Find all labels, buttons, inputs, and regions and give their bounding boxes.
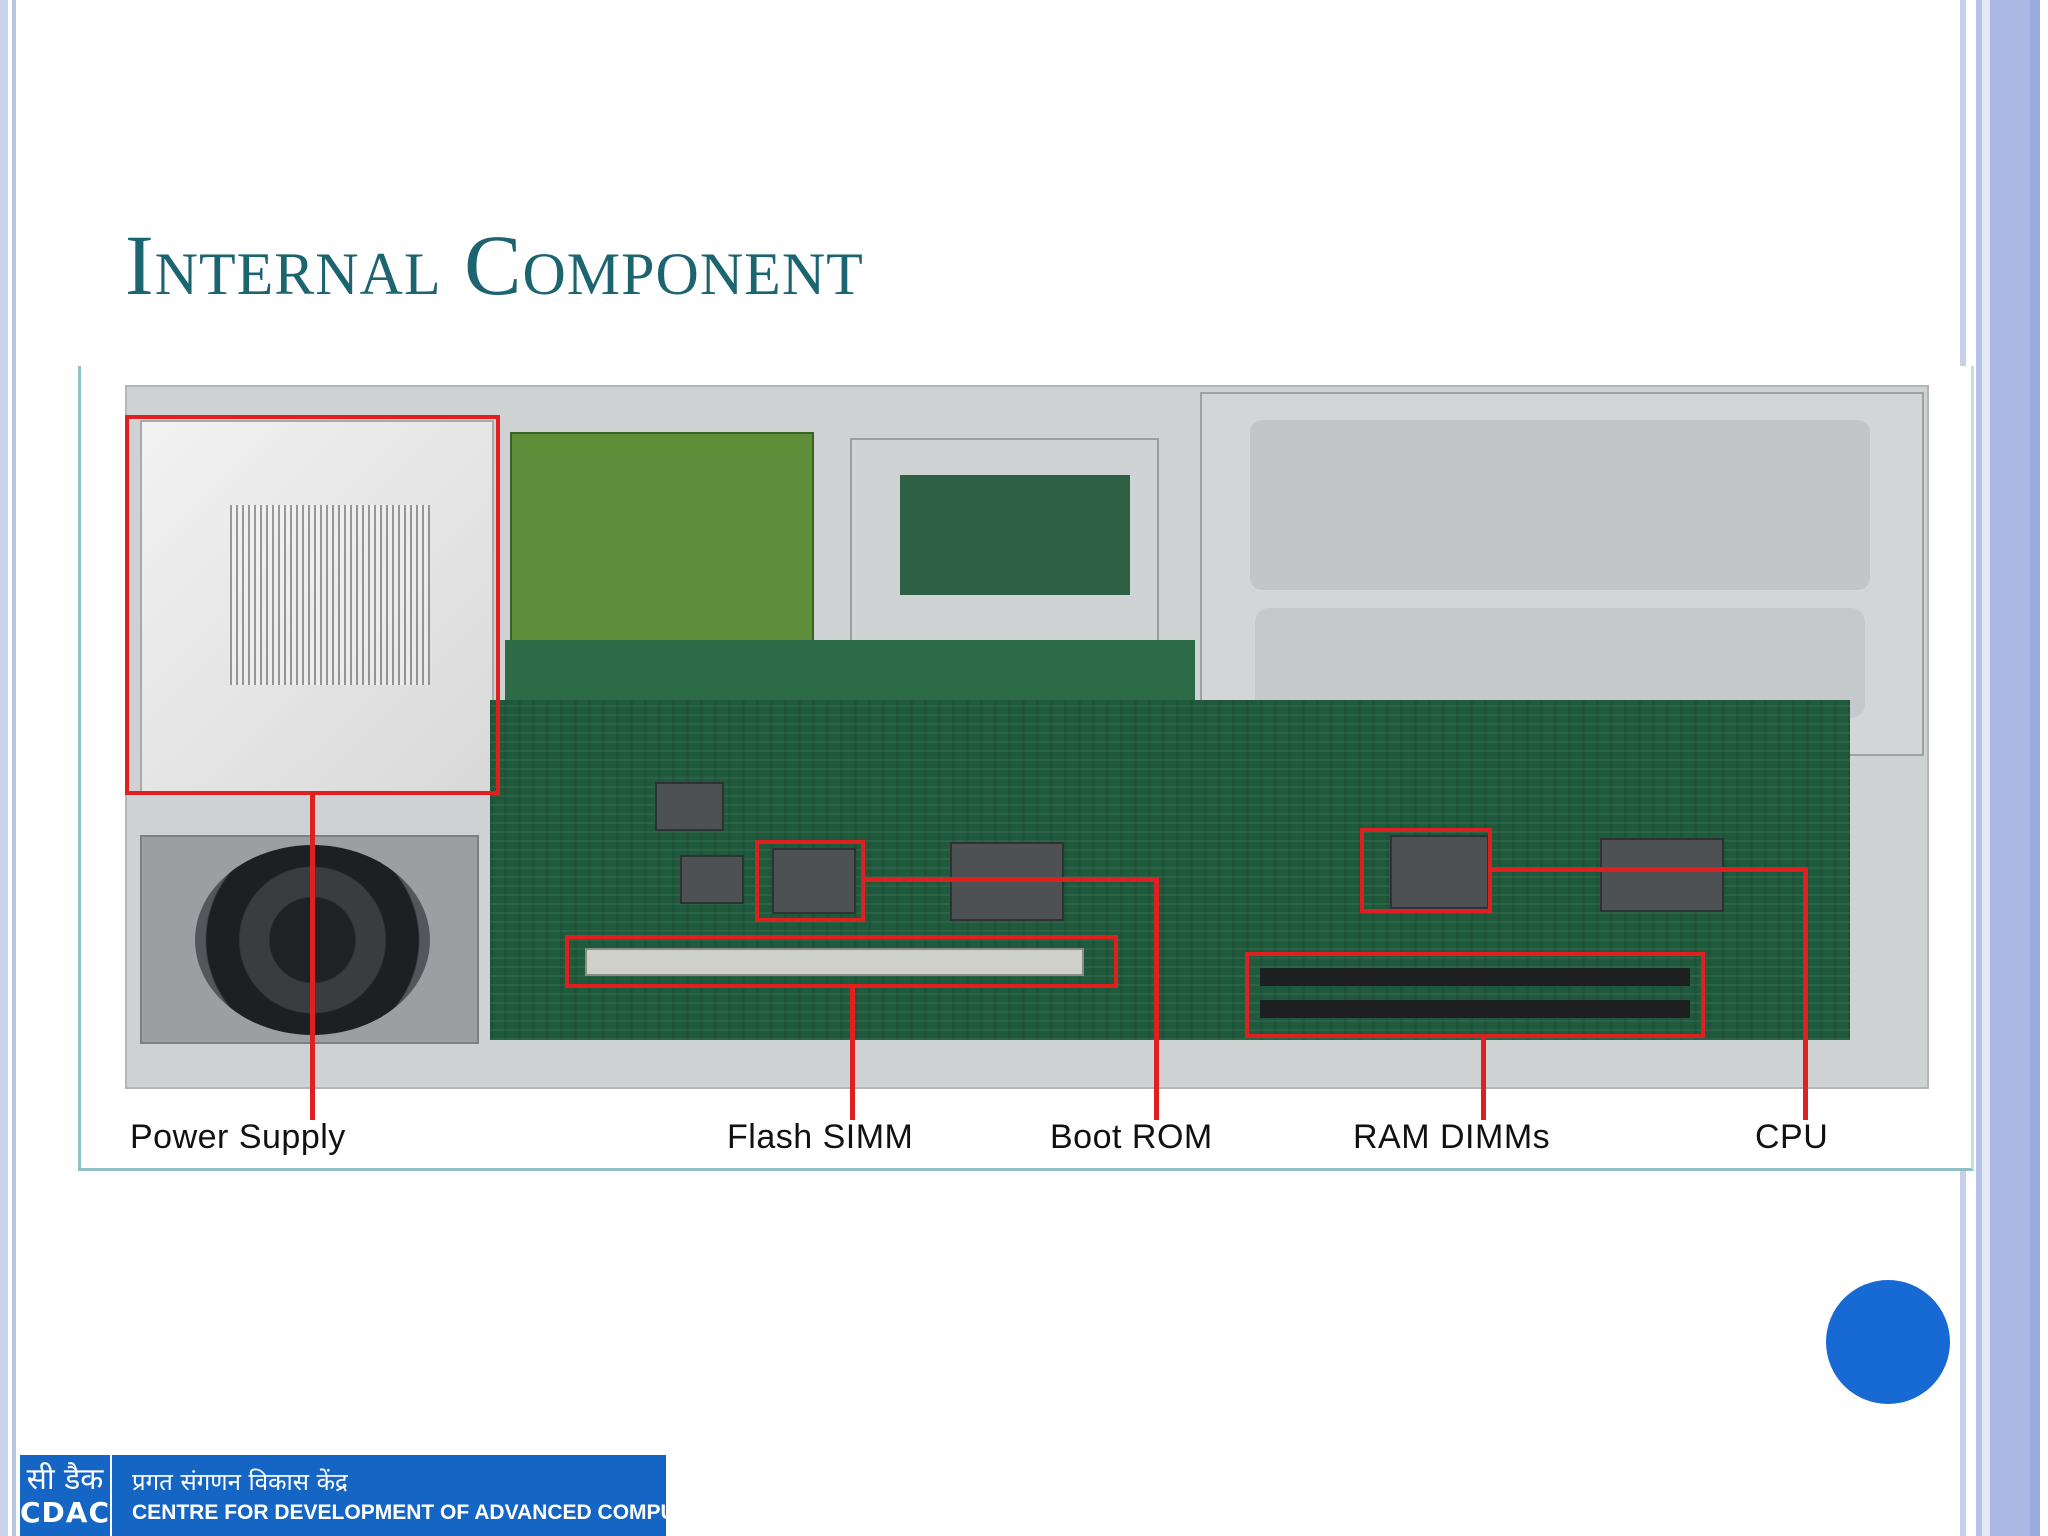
- boot-rom-chip: [772, 848, 856, 914]
- cpu-highlight: [1360, 828, 1492, 913]
- cdac-logo-mark: सी डैक CDAC: [20, 1455, 113, 1536]
- left-slide-border: [0, 0, 22, 1536]
- logo-name-english: CENTRE FOR DEVELOPMENT OF ADVANCED COMPU…: [132, 1500, 726, 1524]
- flash-simm-slot: [585, 948, 1084, 976]
- cpu-leader-horizontal: [1492, 867, 1808, 872]
- flash-simm-label: Flash SIMM: [727, 1118, 914, 1156]
- logo-name-hindi: प्रगत संगणन विकास केंद्र: [132, 1467, 348, 1496]
- boot-rom-leader: [1154, 877, 1159, 1120]
- cpu-chip: [1390, 835, 1489, 909]
- ram-dimms-highlight: [1245, 952, 1705, 1038]
- slide-nav-button[interactable]: [1826, 1280, 1950, 1404]
- psu-barcode-label: [230, 505, 430, 685]
- chip: [1600, 838, 1724, 912]
- ram-dimm-slot: [1260, 968, 1690, 986]
- power-supply-label: Power Supply: [130, 1118, 346, 1156]
- ram-dimm-slot: [1260, 1000, 1690, 1018]
- right-slide-border: [1960, 0, 2048, 1536]
- boot-rom-highlight: [755, 840, 865, 922]
- expansion-card-pcb: [900, 475, 1130, 595]
- flash-simm-leader: [850, 988, 855, 1120]
- chip: [680, 855, 744, 904]
- power-supply-unit: [140, 420, 494, 794]
- cpu-label: CPU: [1755, 1118, 1829, 1156]
- drive-cage-panel: [1250, 420, 1870, 590]
- logo-mark-hindi: सी डैक: [26, 1461, 104, 1497]
- ram-dimms-leader: [1481, 1038, 1486, 1120]
- slide-title: Internal Component: [125, 217, 864, 313]
- power-supply-leader: [310, 795, 315, 1120]
- ram-dimms-label: RAM DIMMs: [1353, 1118, 1551, 1156]
- chip: [655, 782, 724, 831]
- logo-text: प्रगत संगणन विकास केंद्र CENTRE FOR DEVE…: [112, 1465, 726, 1527]
- expansion-card-green: [510, 432, 814, 646]
- flash-simm-highlight: [565, 935, 1118, 988]
- logo-mark-english: CDAC: [20, 1495, 111, 1529]
- power-supply-highlight: [125, 415, 500, 795]
- boot-rom-leader-horizontal: [865, 877, 1158, 882]
- drive-cage-panel: [1255, 608, 1865, 718]
- boot-rom-label: Boot ROM: [1050, 1118, 1213, 1156]
- cpu-leader: [1803, 867, 1808, 1120]
- cdac-logo: सी डैक CDAC प्रगत संगणन विकास केंद्र CEN…: [20, 1455, 726, 1536]
